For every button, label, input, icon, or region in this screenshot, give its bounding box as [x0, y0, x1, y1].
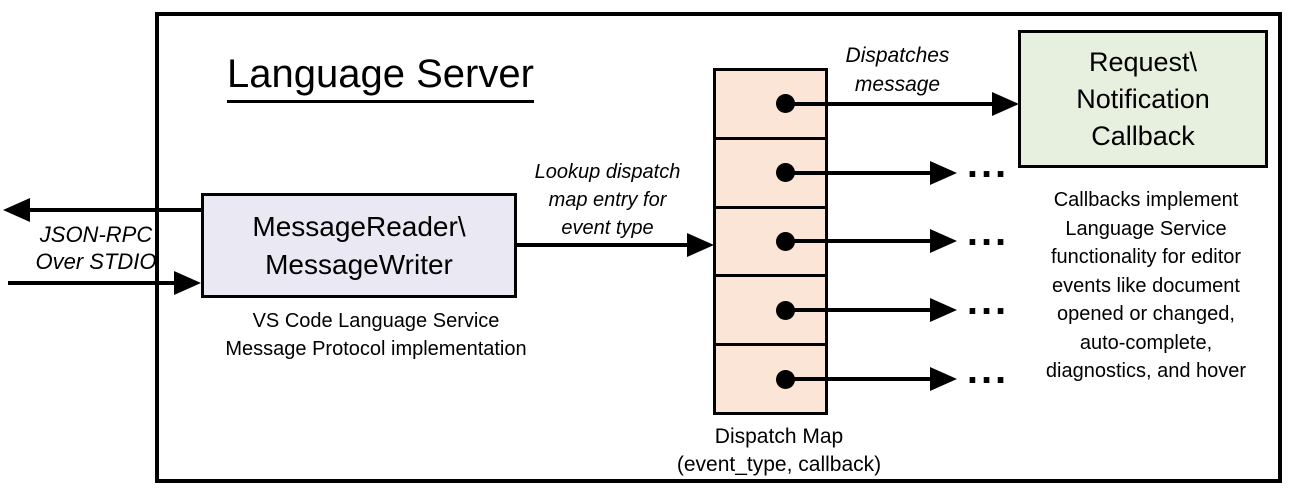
callback-arrowhead-icon — [930, 367, 957, 391]
lookup-label-line1: Lookup dispatch — [534, 161, 681, 183]
dispatches-message-label: Dispatches message — [815, 41, 980, 99]
dispatch-map-caption-line1: Dispatch Map — [714, 425, 844, 448]
reader-caption-line1: VS Code Language Service — [252, 310, 500, 332]
ellipsis: ... — [966, 279, 1010, 323]
dispatch-map-row — [716, 346, 825, 412]
stdio-out-arrow-line — [26, 208, 201, 212]
callback-box-line2: Notification — [1076, 83, 1210, 114]
dispatch-map-row — [716, 209, 825, 278]
dispatch-arrow-line — [786, 102, 994, 106]
dispatch-map-row — [716, 140, 825, 209]
dispatch-map-caption: Dispatch Map (event_type, callback) — [650, 423, 908, 479]
diagram-title-text: Language Server — [227, 52, 534, 103]
callbacks-note-line2: Language Service — [1065, 217, 1227, 240]
json-rpc-label-line2: Over STDIO — [35, 249, 157, 274]
callbacks-note-line6: auto-complete, — [1079, 331, 1213, 354]
callback-arrow-line — [786, 377, 932, 381]
stdio-out-arrowhead-icon — [3, 198, 30, 222]
callback-arrowhead-icon — [930, 298, 957, 322]
callbacks-note-line4: events like document — [1052, 274, 1240, 297]
ellipsis: ... — [966, 142, 1010, 186]
ellipsis: ... — [966, 348, 1010, 392]
dispatch-arrowhead-icon — [992, 92, 1019, 116]
callbacks-note-line3: functionality for editor — [1050, 246, 1242, 268]
dispatch-map-row — [716, 277, 825, 347]
entry-dot-icon — [776, 369, 795, 389]
callbacks-note-line7: diagnostics, and hover — [1045, 360, 1247, 382]
callback-arrow-line — [786, 239, 932, 243]
dispatches-label-line1: Dispatches — [845, 44, 950, 67]
message-reader-label: MessageReader\ — [252, 210, 466, 242]
entry-dot-icon — [776, 163, 795, 183]
callback-arrowhead-icon — [930, 229, 957, 253]
lookup-label: Lookup dispatch map entry for event type — [510, 158, 705, 242]
callbacks-note: Callbacks implement Language Service fun… — [1016, 186, 1276, 386]
callbacks-note-line5: opened or changed, — [1057, 303, 1235, 325]
lookup-arrowhead-icon — [687, 233, 714, 257]
json-rpc-label: JSON-RPC Over STDIO — [16, 221, 176, 275]
entry-dot-icon — [776, 94, 795, 114]
request-notification-callback-box: Request\ Notification Callback — [1018, 30, 1268, 168]
callback-box-line3: Callback — [1091, 120, 1195, 151]
lookup-arrow-line — [517, 243, 689, 247]
message-reader-writer-box: MessageReader\ MessageWriter — [201, 193, 517, 298]
reader-caption-line2: Message Protocol implementation — [225, 338, 527, 360]
lookup-label-line3: event type — [561, 217, 654, 239]
json-rpc-label-line1: JSON-RPC — [39, 222, 153, 247]
entry-dot-icon — [776, 231, 795, 251]
reader-box-caption: VS Code Language Service Message Protoco… — [196, 307, 556, 363]
dispatches-label-line2: message — [854, 73, 941, 96]
message-writer-label: MessageWriter — [265, 248, 453, 280]
callback-arrow-line — [786, 308, 932, 312]
stdio-in-arrow-line — [8, 281, 176, 285]
callback-arrowhead-icon — [930, 161, 957, 185]
stdio-in-arrowhead-icon — [174, 271, 201, 295]
dispatch-map-caption-line2: (event_type, callback) — [676, 453, 882, 476]
diagram-title: Language Server — [227, 52, 534, 103]
callback-arrow-line — [786, 171, 932, 175]
callbacks-note-line1: Callbacks implement — [1053, 189, 1239, 211]
dispatch-map-row — [716, 71, 825, 140]
lookup-label-line2: map entry for — [548, 189, 667, 211]
callback-box-line1: Request\ — [1088, 46, 1198, 77]
ellipsis: ... — [966, 210, 1010, 254]
entry-dot-icon — [776, 300, 795, 320]
